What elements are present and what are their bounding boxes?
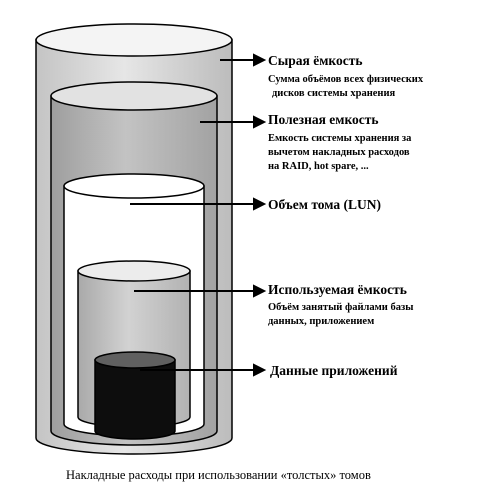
diagram-caption: Накладные расходы при использовании «тол… [66,468,371,482]
label-raw-title: Сырая ёмкость [268,53,363,68]
label-raw: Сырая ёмкость Сумма объёмов всех физичес… [268,53,424,99]
label-used-desc-line2: данных, приложением [268,316,374,327]
label-usable-desc-line2: вычетом накладных расходов [268,147,410,158]
label-usable: Полезная емкость Емкость системы хранени… [268,112,412,172]
arrow-raw-head [253,53,267,67]
label-usable-desc-line1: Емкость системы хранения за [268,133,412,144]
label-lun-title: Объем тома (LUN) [268,197,381,212]
label-app-data: Данные приложений [270,363,398,378]
label-lun: Объем тома (LUN) [268,197,381,212]
arrow-usable-head [253,115,267,129]
label-used: Используемая ёмкость Объём занятый файла… [268,282,413,327]
arrow-used-head [253,284,267,298]
label-usable-desc-line3: на RAID, hot spare, ... [268,161,369,172]
label-raw-desc-line2: дисков системы хранения [272,88,396,99]
arrow-app-data-head [253,363,267,377]
label-raw-desc-line1: Сумма объёмов всех физических [268,74,424,85]
label-used-desc-line1: Объём занятый файлами базы [268,302,413,313]
label-used-title: Используемая ёмкость [268,282,407,297]
arrow-lun-head [253,197,267,211]
label-app-data-title: Данные приложений [270,363,398,378]
app-data-cylinder [94,351,176,440]
label-usable-title: Полезная емкость [268,112,379,127]
